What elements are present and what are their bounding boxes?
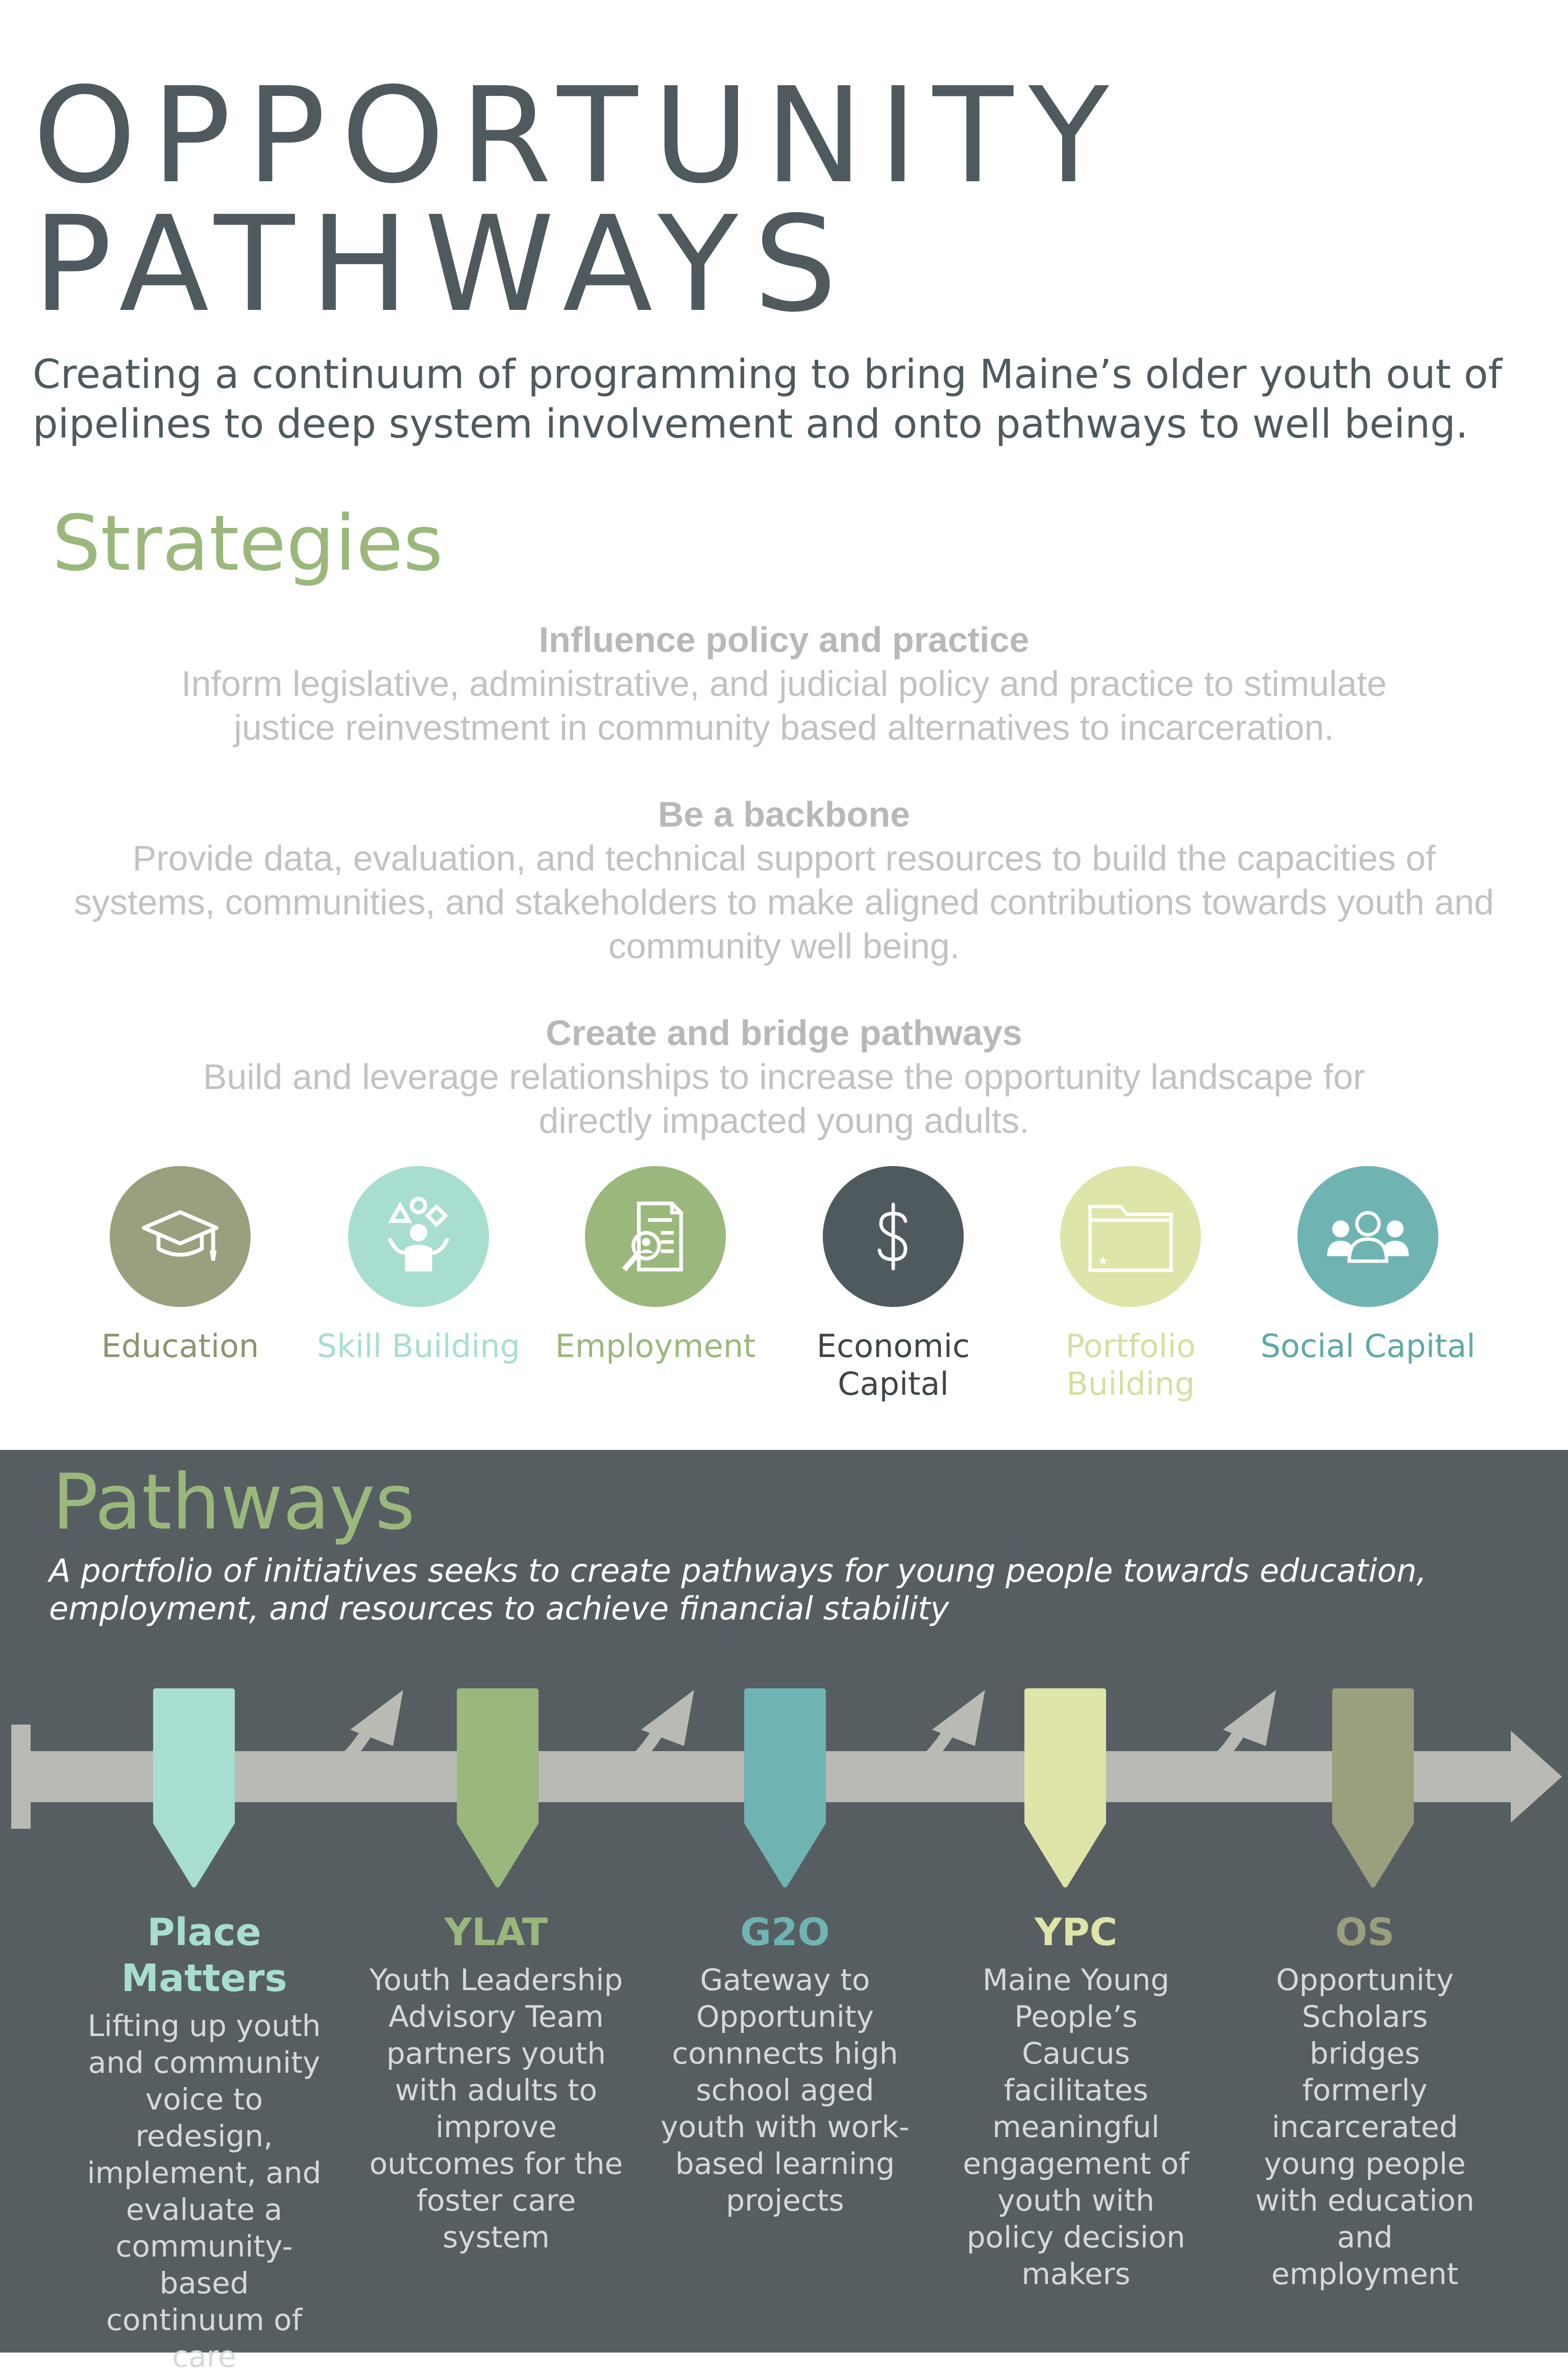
employment-circle <box>585 1166 726 1307</box>
program-os: OS Opportunity Scholars bridges formerly… <box>1232 1909 1498 2292</box>
strategy-item: Be a backbone Provide data, evaluation, … <box>51 792 1517 968</box>
program-ypc: YPC Maine Young People’s Caucus facilita… <box>943 1909 1209 2292</box>
focus-area-portfolio-building: ★ Portfolio Building <box>1018 1166 1243 1403</box>
program-description: Gateway to Opportunity connnects high sc… <box>660 1962 910 2218</box>
title-line-1: OPPORTUNITY <box>33 59 1124 212</box>
focus-area-label: Skill Building <box>316 1327 521 1365</box>
focus-area-employment: Employment <box>543 1166 768 1365</box>
branch-arrows <box>285 1727 1246 1793</box>
pathways-intro: A portfolio of initiatives seeks to crea… <box>49 1552 1427 1627</box>
strategy-title: Influence policy and practice <box>538 620 1030 660</box>
program-name: G2O <box>740 1910 830 1954</box>
program-description: Opportunity Scholars bridges formerly in… <box>1255 1962 1475 2291</box>
program-name: Place Matters <box>121 1910 287 2000</box>
focus-area-skill-building: Skill Building <box>306 1166 531 1365</box>
focus-area-label: Education <box>101 1327 259 1365</box>
strategy-description: Build and leverage relationships to incr… <box>203 1057 1365 1141</box>
dollar-icon <box>877 1202 908 1271</box>
pathway-timeline <box>11 1688 1562 1887</box>
program-ylat: YLAT Youth Leadership Advisory Team part… <box>363 1909 629 2256</box>
svg-text:★: ★ <box>1098 1254 1108 1268</box>
focus-area-label: Social Capital <box>1260 1327 1476 1365</box>
graduation-cap-icon <box>141 1210 219 1261</box>
social-capital-circle <box>1297 1166 1438 1307</box>
education-circle <box>110 1166 251 1307</box>
group-icon <box>1327 1211 1409 1263</box>
strategy-description: Inform legislative, administrative, and … <box>181 664 1387 747</box>
pathways-heading: Pathways <box>52 1458 415 1547</box>
strategy-description: Provide data, evaluation, and technical … <box>74 838 1494 966</box>
juggling-person-icon <box>387 1197 450 1272</box>
focus-area-economic-capital: Economic Capital <box>781 1166 1006 1403</box>
focus-area-education: Education <box>68 1166 292 1365</box>
resume-search-icon <box>622 1201 683 1272</box>
program-name: OS <box>1335 1910 1395 1954</box>
strategy-title: Be a backbone <box>657 794 911 834</box>
strategies-heading: Strategies <box>52 499 444 588</box>
program-pin-ylat <box>457 1688 538 1887</box>
branch-arrow-heads <box>350 1690 1276 1746</box>
title-line-2: PATHWAYS <box>33 188 852 341</box>
strategy-title: Create and bridge pathways <box>546 1013 1022 1053</box>
skill-building-circle <box>348 1166 489 1307</box>
focus-area-label: Economic Capital <box>816 1327 970 1402</box>
program-pin-os <box>1332 1688 1414 1887</box>
focus-area-label: Employment <box>555 1327 756 1365</box>
folder-icon: ★ <box>1088 1205 1173 1272</box>
program-g2o: G2O Gateway to Opportunity connnects hig… <box>652 1909 918 2219</box>
program-description: Lifting up youth and community voice to … <box>87 2008 322 2374</box>
program-pin-place-matters <box>153 1688 235 1887</box>
program-name: YPC <box>1034 1910 1118 1954</box>
program-description: Youth Leadership Advisory Team partners … <box>369 1962 623 2255</box>
focus-area-social-capital: Social Capital <box>1256 1166 1480 1365</box>
strategy-item: Create and bridge pathways Build and lev… <box>51 1011 1517 1143</box>
program-pin-ypc <box>1024 1688 1106 1887</box>
focus-area-label: Portfolio Building <box>1065 1327 1196 1402</box>
strategy-item: Influence policy and practice Inform leg… <box>51 618 1517 749</box>
page-subtitle: Creating a continuum of programming to b… <box>33 352 1502 447</box>
program-name: YLAT <box>444 1910 548 1954</box>
pathways-panel <box>0 1450 1568 2353</box>
portfolio-building-circle: ★ <box>1060 1166 1201 1307</box>
program-pin-g2o <box>744 1688 826 1887</box>
program-place-matters: Place Matters Lifting up youth and commu… <box>71 1909 337 2375</box>
page-title: OPPORTUNITY PATHWAYS <box>33 59 1513 341</box>
economic-capital-circle <box>823 1166 964 1307</box>
program-description: Maine Young People’s Caucus facilitates … <box>963 1962 1189 2291</box>
